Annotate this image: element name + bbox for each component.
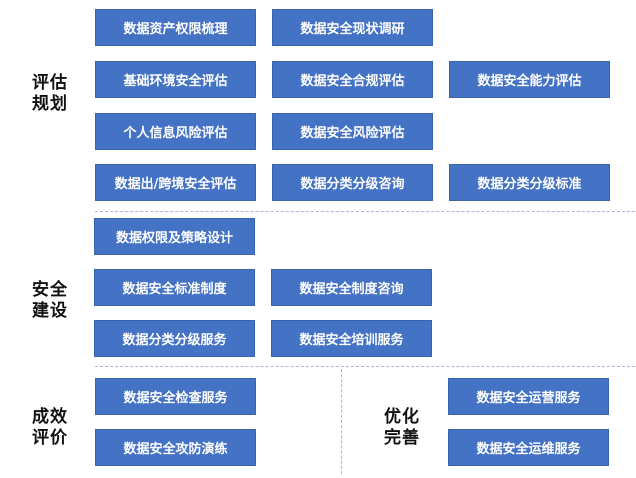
section-label-eval: 成效 评价 <box>32 407 68 449</box>
divider-eval-optimize <box>341 369 342 474</box>
box-cross-border-assess[interactable]: 数据出/跨境安全评估 <box>95 164 256 201</box>
box-security-status-survey[interactable]: 数据安全现状调研 <box>272 9 433 46</box>
divider-build-eval <box>95 366 635 367</box>
box-capability-assess[interactable]: 数据安全能力评估 <box>449 61 610 98</box>
box-permission-policy-design[interactable]: 数据权限及策略设计 <box>94 218 255 255</box>
box-pi-risk-assess[interactable]: 个人信息风险评估 <box>95 113 256 150</box>
box-inspection-service[interactable]: 数据安全检查服务 <box>95 378 256 415</box>
box-infra-security-assess[interactable]: 基础环境安全评估 <box>95 61 256 98</box>
box-system-consult[interactable]: 数据安全制度咨询 <box>271 269 432 306</box>
box-classification-service[interactable]: 数据分类分级服务 <box>94 320 255 357</box>
box-security-risk-assess[interactable]: 数据安全风险评估 <box>272 113 433 150</box>
section-label-optimize-line1: 优化 <box>384 407 420 427</box>
section-label-eval-line2: 评价 <box>32 428 68 448</box>
box-classification-consult[interactable]: 数据分类分级咨询 <box>272 164 433 201</box>
box-compliance-assess[interactable]: 数据安全合规评估 <box>272 61 433 98</box>
section-label-optimize-line2: 完善 <box>384 428 420 448</box>
box-attack-defense-drill[interactable]: 数据安全攻防演练 <box>95 429 256 466</box>
box-standard-system[interactable]: 数据安全标准制度 <box>94 269 255 306</box>
section-label-plan-line1: 评估 <box>32 73 68 93</box>
section-label-optimize: 优化 完善 <box>384 407 420 449</box>
section-label-plan-line2: 规划 <box>32 94 68 114</box>
box-training-service[interactable]: 数据安全培训服务 <box>271 320 432 357</box>
box-data-asset-permission[interactable]: 数据资产权限梳理 <box>95 9 256 46</box>
section-label-eval-line1: 成效 <box>32 407 68 427</box>
divider-plan-build <box>95 211 635 212</box>
box-maintenance-service[interactable]: 数据安全运维服务 <box>448 429 609 466</box>
section-label-build-line1: 安全 <box>32 280 68 300</box>
box-classification-standard[interactable]: 数据分类分级标准 <box>449 164 610 201</box>
section-label-build-line2: 建设 <box>32 301 68 321</box>
section-label-plan: 评估 规划 <box>32 73 68 115</box>
section-label-build: 安全 建设 <box>32 280 68 322</box>
box-operation-service[interactable]: 数据安全运营服务 <box>448 378 609 415</box>
